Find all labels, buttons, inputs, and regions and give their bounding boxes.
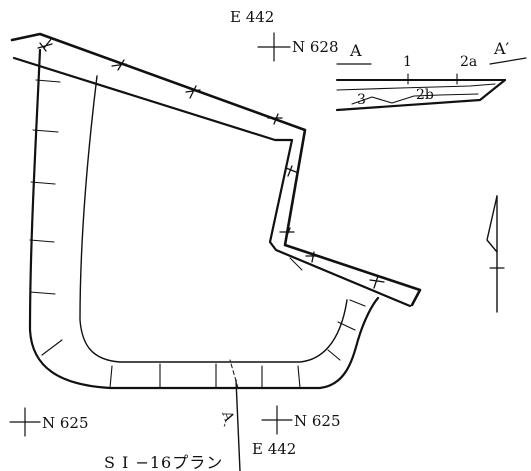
- pit-floor-outline: [79, 75, 348, 363]
- section-tick-upper: [289, 257, 303, 271]
- pit-outer-outline: [10, 32, 422, 390]
- north-arrow-head: [486, 195, 498, 253]
- section-a-prime-tick: [489, 57, 527, 65]
- layer-2b-label: 2b: [416, 87, 434, 103]
- layer-3-label: 3: [357, 92, 366, 108]
- drawing-caption: S I −16プラン: [104, 453, 223, 471]
- layer-2a-label: 2a: [460, 54, 477, 70]
- plan-marker-label: Aˎ: [218, 408, 238, 428]
- north-arrow: [486, 195, 505, 313]
- bottom-right-northing-label: N 625: [294, 412, 341, 430]
- bottom-left-northing-label: N 625: [42, 414, 89, 432]
- grid-point-bottom-left: N 625: [9, 407, 89, 437]
- upper-hachures: [37, 37, 385, 289]
- section-line-plan: [235, 379, 241, 471]
- pit-wall-outline: [28, 48, 380, 390]
- grid-cross-top: [257, 32, 291, 62]
- top-easting-label: E 442: [230, 8, 274, 26]
- section-end-label: A′: [493, 39, 510, 58]
- upper-edge-inner: [12, 56, 412, 308]
- layer-1-label: 1: [403, 54, 412, 70]
- section-line-extension: [229, 359, 239, 389]
- grid-cross-bottom-left: [9, 407, 41, 437]
- section-profile: A A′ 1 2a 2b 3: [335, 39, 527, 112]
- grid-point-top: E 442 N 628: [230, 8, 339, 62]
- top-northing-label: N 628: [292, 38, 339, 56]
- left-hachures: [29, 79, 366, 389]
- bottom-easting-label: E 442: [252, 440, 296, 458]
- layer-boundary-2b: [351, 93, 479, 105]
- grid-point-bottom-right: N 625 E 442: [252, 405, 341, 458]
- section-base: [335, 78, 507, 112]
- grid-cross-bottom-right: [261, 405, 293, 435]
- upper-edge-outer: [10, 32, 422, 307]
- layer-boundary-1: [336, 83, 496, 91]
- section-start-label: A: [349, 41, 362, 60]
